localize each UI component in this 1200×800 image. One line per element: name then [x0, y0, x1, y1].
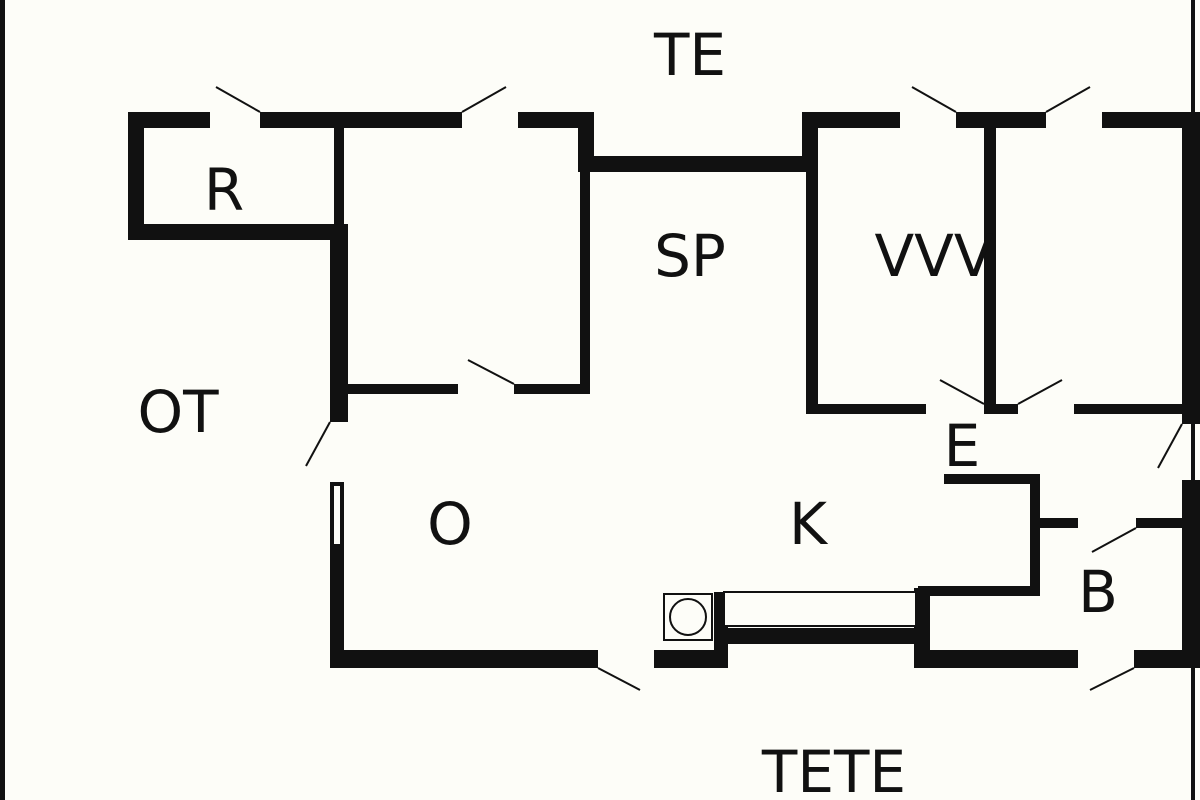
- wall-bottom-left: [330, 650, 598, 668]
- door-vvv-bottom-right: [1017, 379, 1063, 405]
- kitchen-counter: [723, 591, 917, 627]
- wall-vvv-top-right: [1102, 112, 1200, 128]
- door-bedroom1-bottom: [467, 359, 515, 385]
- wall-vvv-bottom-right: [1074, 404, 1200, 414]
- wall-bath-bottom: [918, 586, 1040, 596]
- label-sp: SP: [654, 222, 726, 290]
- wall-living-left-upper: [330, 224, 348, 422]
- label-te: TE: [653, 21, 726, 89]
- label-o: O: [427, 490, 473, 558]
- wall-bedroom1-right: [580, 172, 590, 394]
- door-bedroom1-top: [461, 86, 507, 113]
- left-border-line: [0, 0, 5, 800]
- wall-kitchen-bottom: [714, 628, 930, 644]
- label-r: R: [204, 156, 244, 224]
- door-living-left: [305, 421, 331, 467]
- wall-right-lower: [1182, 480, 1200, 668]
- door-entry-right: [1157, 423, 1183, 469]
- wall-r-left: [128, 112, 144, 240]
- wall-vvv-top-left: [802, 112, 900, 128]
- wall-bath-top-right: [1136, 518, 1200, 528]
- wall-bath-top-left: [1036, 518, 1078, 528]
- wall-right-upper: [1182, 112, 1200, 424]
- label-b: B: [1078, 558, 1118, 626]
- wall-r-right: [334, 120, 344, 230]
- door-bottom-right: [1089, 667, 1135, 691]
- wall-bedroom1-bottom-left: [340, 384, 458, 394]
- wall-sp-top: [578, 156, 818, 172]
- wall-vvv-top-mid: [956, 112, 1046, 128]
- door-vvv-top-right: [1045, 86, 1091, 113]
- door-vvv-top-left: [911, 86, 957, 113]
- wall-vvv-left: [806, 172, 818, 414]
- door-bath: [1091, 527, 1137, 553]
- label-k: K: [789, 490, 829, 558]
- wall-vvv-divider: [984, 120, 996, 414]
- door-r-top: [215, 86, 261, 113]
- label-tete: TETE: [761, 738, 906, 800]
- label-ot: OT: [137, 378, 219, 446]
- wall-bottom-right: [914, 650, 1078, 668]
- door-vvv-bottom-left: [939, 379, 985, 405]
- door-bottom-left: [597, 667, 641, 691]
- wall-top-mid: [260, 112, 462, 128]
- wall-r-bottom: [128, 224, 348, 240]
- wall-living-left-lower: [330, 482, 344, 668]
- wall-bath-left: [1030, 474, 1040, 596]
- wall-entry-top: [944, 474, 1040, 484]
- label-e: E: [944, 412, 981, 480]
- wall-bottom-mid: [654, 650, 728, 668]
- wall-r-top: [128, 112, 210, 128]
- wall-vvv-bottom-mid: [984, 404, 1018, 414]
- stove-burner: [669, 598, 707, 636]
- wall-vvv-bottom-left: [806, 404, 926, 414]
- wall-kitchen-right-post: [914, 588, 930, 668]
- window-slot: [334, 486, 340, 544]
- wall-top-right-seg: [518, 112, 594, 128]
- label-vvv: VVV: [874, 222, 993, 290]
- wall-bedroom1-bottom-right: [514, 384, 590, 394]
